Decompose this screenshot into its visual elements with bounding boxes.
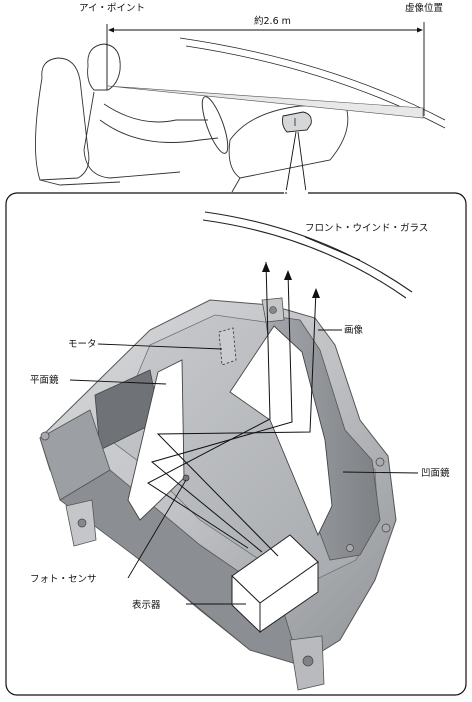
virtual-image-position-label: 虚像位置 <box>405 2 443 14</box>
hud-unit-icon <box>282 111 312 133</box>
mounting-tab-bottom <box>289 635 325 691</box>
mounting-tab-left <box>65 499 97 547</box>
callout-leader <box>285 131 307 193</box>
ray-arrow-2 <box>284 270 292 280</box>
photo-sensor-leader <box>127 479 187 579</box>
windshield-glass <box>204 211 413 293</box>
concave-mirror <box>229 325 333 537</box>
concave-mirror-label: 凹面鏡 <box>421 467 450 479</box>
dashboard <box>228 103 349 179</box>
mounting-tab-top <box>261 297 285 323</box>
driver-scene: アイ・ポイント 約2.6 m 虚像位置 <box>35 2 446 193</box>
motor-leader <box>97 343 223 350</box>
eye-point-label: アイ・ポイント <box>79 3 145 14</box>
display-label: 表示器 <box>132 599 161 611</box>
driver-head <box>87 43 121 91</box>
flat-mirror-leader <box>69 379 167 385</box>
windshield-outline <box>179 37 446 121</box>
windshield-leader <box>304 236 361 261</box>
hud-assembly: フロント・ウインド・ガラス 画像 モータ 平面鏡 凹面鏡 フォト・センサ 表示器 <box>30 211 450 691</box>
concave-mirror-leader <box>342 471 419 474</box>
distance-label: 約2.6 m <box>254 15 291 27</box>
seat <box>35 57 90 181</box>
sight-line <box>107 85 424 119</box>
flat-mirror <box>127 359 185 521</box>
motor-label: モータ <box>68 339 97 350</box>
photo-sensor-label: フォト・センサ <box>30 574 97 585</box>
driver-body <box>83 91 181 179</box>
flat-mirror-label: 平面鏡 <box>30 374 59 386</box>
ray-arrow-3 <box>312 288 320 298</box>
motor <box>218 327 237 366</box>
steering-wheel <box>201 96 229 154</box>
photo-sensor <box>182 474 190 482</box>
image-label: 画像 <box>344 324 364 336</box>
ray-arrow-1 <box>262 262 270 272</box>
windshield-label: フロント・ウインド・ガラス <box>305 223 428 234</box>
light-rays <box>147 261 317 557</box>
